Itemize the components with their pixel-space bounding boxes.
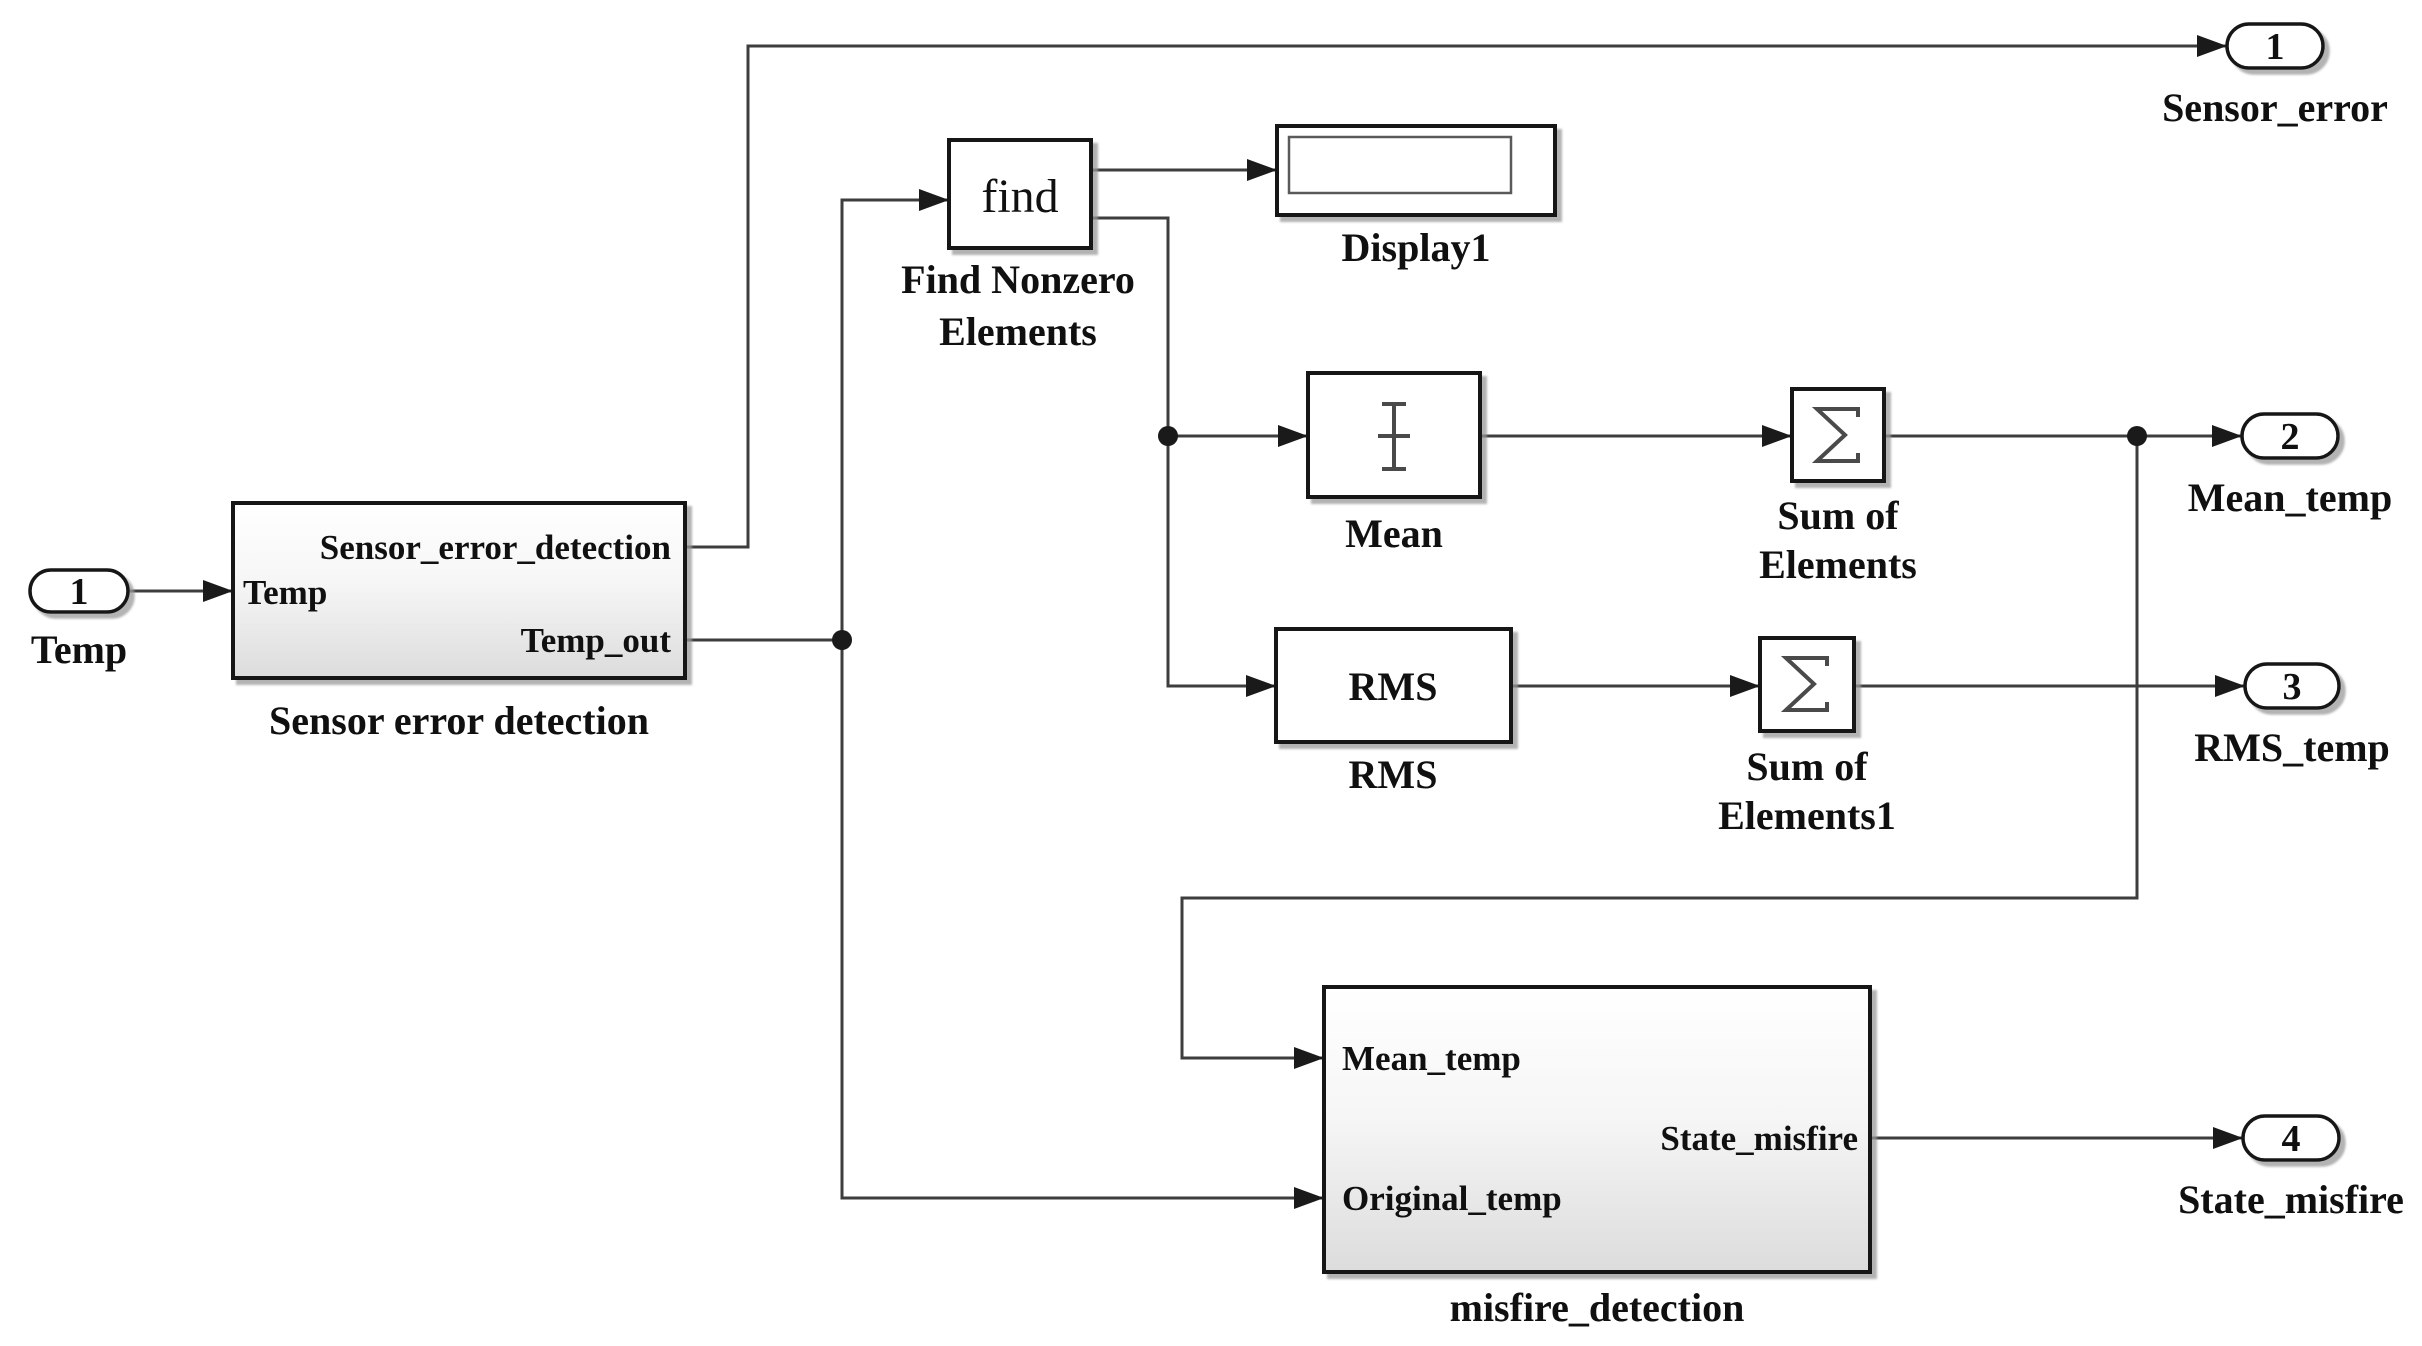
outport-label: Mean_temp (2188, 475, 2392, 520)
signal-wires (128, 35, 2245, 1209)
misfire-port-in-top-label: Mean_temp (1342, 1039, 1521, 1078)
sum-block-name-line2: Elements (1759, 542, 1917, 587)
outport-mean-temp: 2 Mean_temp (2188, 412, 2392, 520)
find-block-text: find (981, 170, 1058, 223)
outport-label: State_misfire (2178, 1177, 2404, 1222)
outport-number: 2 (2281, 416, 2300, 458)
sensor-port-in-label: Temp (243, 573, 327, 612)
sensor-port-out-bottom-label: Temp_out (521, 621, 672, 660)
mean-block-group: Mean (1306, 371, 1482, 556)
misfire-subsystem-block[interactable] (1322, 985, 1872, 1274)
rms-block-name: RMS (1349, 752, 1438, 797)
outport-oval[interactable] (2225, 22, 2325, 70)
sensor-subsystem-name: Sensor error detection (269, 698, 649, 743)
outport-oval[interactable] (2241, 1114, 2341, 1162)
outport-number: 4 (2282, 1118, 2301, 1160)
misfire-port-in-bottom-label: Original_temp (1342, 1179, 1562, 1218)
outport-number: 1 (2266, 26, 2285, 68)
display-value-field (1287, 135, 1513, 195)
misfire-port-out-label: State_misfire (1660, 1119, 1858, 1158)
wire-sensor-error-to-outport1[interactable] (685, 35, 2227, 549)
wire-meantemp-to-misfire[interactable] (1180, 436, 2139, 1069)
sum-of-elements1-block-group: Sum of Elements1 (1718, 636, 1896, 838)
junction-dot-mean-temp[interactable] (2127, 426, 2147, 446)
outport-number: 3 (2283, 666, 2302, 708)
find-block-name-line2: Elements (939, 309, 1097, 354)
mean-block-name: Mean (1345, 511, 1443, 556)
sum-of-elements1-block[interactable] (1758, 636, 1856, 733)
wire-find-to-rms[interactable] (1091, 216, 1276, 697)
junction-dot-temp-out[interactable] (832, 630, 852, 650)
sigma-icon (1811, 407, 1860, 463)
junction-dot-find-branch[interactable] (1158, 426, 1178, 446)
display-block-name: Display1 (1342, 225, 1491, 270)
sensor-error-detection-subsystem: Sensor_error_detection Temp Temp_out Sen… (231, 501, 687, 743)
inport-oval[interactable] (28, 568, 130, 614)
sigma-icon (1780, 656, 1829, 712)
sum-of-elements-block-group: Sum of Elements (1759, 387, 1917, 587)
outport-label: RMS_temp (2194, 725, 2390, 770)
outport-oval[interactable] (2243, 662, 2341, 710)
mean-ibeam-icon (1378, 402, 1410, 471)
outport-state-misfire: 4 State_misfire (2178, 1114, 2404, 1222)
find-nonzero-elements-block: find Find Nonzero Elements (901, 138, 1135, 354)
outport-oval[interactable] (2240, 412, 2340, 460)
inport-temp: 1 Temp (28, 568, 130, 672)
sum-of-elements-block[interactable] (1790, 387, 1886, 483)
outport-label: Sensor_error (2162, 85, 2388, 130)
outport-rms-temp: 3 RMS_temp (2194, 662, 2390, 770)
outport-sensor-error: 1 Sensor_error (2162, 22, 2388, 130)
rms-block[interactable] (1274, 627, 1513, 744)
rms-block-text: RMS (1349, 664, 1438, 709)
misfire-subsystem-name: misfire_detection (1450, 1285, 1745, 1330)
find-block[interactable] (947, 138, 1093, 250)
wire-junction-to-find[interactable] (840, 189, 949, 640)
sum1-block-name-line2: Elements1 (1718, 793, 1896, 838)
find-block-name-line1: Find Nonzero (901, 257, 1135, 302)
inport-number: 1 (70, 571, 89, 613)
misfire-detection-subsystem: Mean_temp State_misfire Original_temp mi… (1322, 985, 1872, 1330)
wire-junction-to-original-temp[interactable] (840, 640, 1324, 1209)
sensor-port-out-top-label: Sensor_error_detection (320, 528, 671, 567)
sum-block-name-line1: Sum of (1777, 493, 1899, 538)
display1-block-group: Display1 (1275, 124, 1557, 270)
inport-label: Temp (31, 627, 127, 672)
sensor-subsystem-block[interactable] (231, 501, 687, 680)
sum1-block-name-line1: Sum of (1746, 744, 1868, 789)
rms-block-group: RMS RMS (1274, 627, 1513, 797)
